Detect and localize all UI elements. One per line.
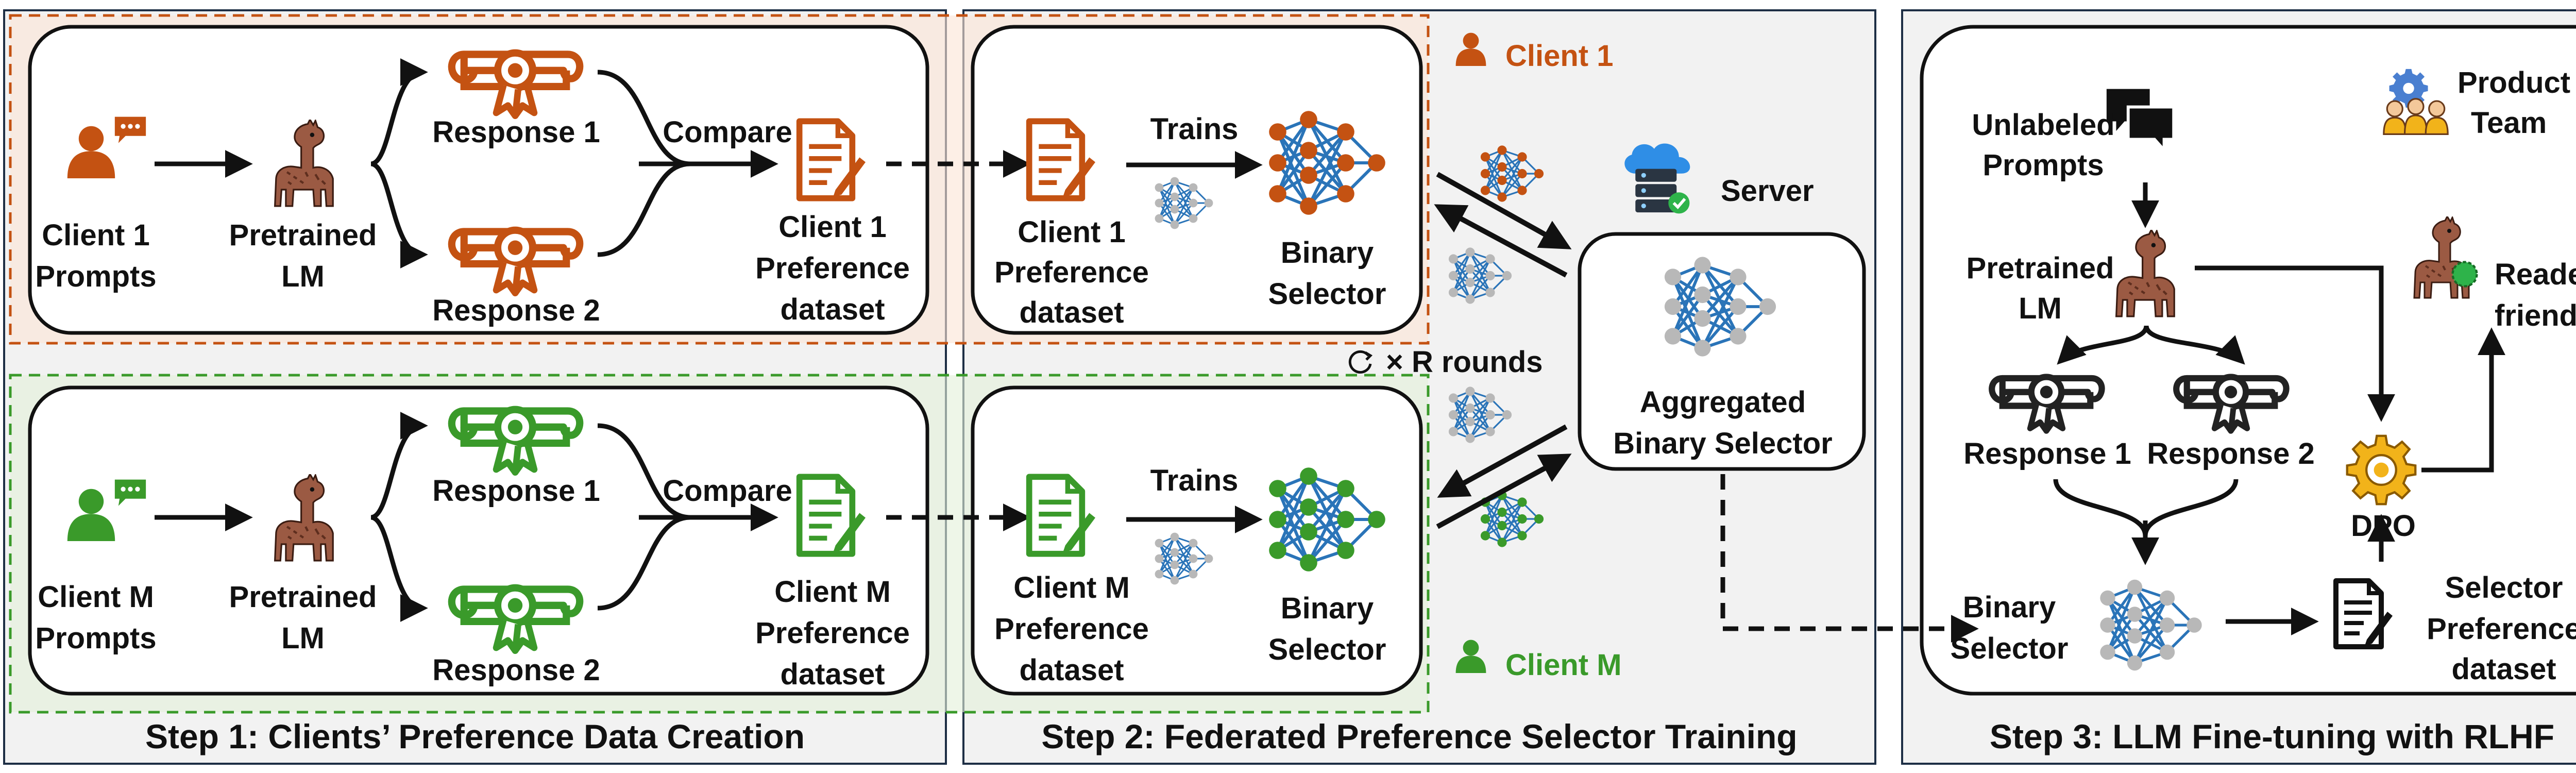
s2-clientM-dataset-line2: Preference	[994, 612, 1149, 646]
aggregated-line1: Aggregated	[1640, 385, 1806, 419]
step1-clientM-box	[28, 385, 929, 696]
clientM-response2: Response 2	[432, 653, 600, 687]
unlabeled-line1: Unlabeled	[1972, 108, 2114, 142]
client1-lm-line2: LM	[281, 260, 325, 293]
aggregated-box	[1578, 232, 1866, 471]
s3-response1: Response 1	[1963, 437, 2131, 470]
reader-friendly-icon	[2453, 262, 2477, 287]
clientM-prompts-line2: Prompts	[35, 621, 156, 655]
step3-box	[1920, 25, 2576, 696]
client1-prompts-line2: Prompts	[35, 260, 156, 293]
client1-dataset-line3: dataset	[780, 293, 885, 326]
step1-caption: Step 1: Clients’ Preference Data Creatio…	[145, 717, 805, 755]
clientM-dataset-line1: Client M	[774, 575, 891, 609]
s2-clientM-selector-line1: Binary	[1281, 592, 1374, 625]
clientM-prompts-line1: Client M	[38, 580, 154, 614]
clientM-lm-line2: LM	[281, 621, 325, 655]
step2-clientM-box	[971, 385, 1423, 696]
client1-label: Client 1	[1505, 39, 1614, 73]
reader-line2: friendly	[2495, 299, 2576, 332]
product-team-line1: Product	[2458, 66, 2570, 99]
s3-lm-line1: Pretrained	[1967, 251, 2114, 285]
client1-compare: Compare	[663, 115, 792, 149]
server-label: Server	[1721, 174, 1814, 208]
dpo-label: DPO	[2351, 509, 2416, 543]
client1-dataset-line1: Client 1	[778, 210, 887, 244]
s3-selector-line2: Selector	[1951, 632, 2069, 665]
gear-icon	[2347, 436, 2415, 504]
client1-response2: Response 2	[432, 294, 600, 327]
s3-dataset-line3: dataset	[2451, 652, 2556, 686]
unlabeled-line2: Prompts	[1982, 148, 2104, 182]
step1-client1-box	[28, 25, 929, 335]
s2-client1-dataset-line3: dataset	[1019, 296, 1124, 329]
reader-line1: Reader	[2495, 258, 2576, 291]
clientM-dataset-line3: dataset	[780, 658, 885, 691]
client1-response1: Response 1	[432, 115, 600, 149]
aggregated-line2: Binary Selector	[1613, 427, 1833, 460]
product-team-line2: Team	[2471, 106, 2547, 140]
s3-lm-line2: LM	[2019, 292, 2062, 325]
s2-client1-trains: Trains	[1150, 112, 1239, 146]
s3-dataset-line2: Preference	[2427, 612, 2576, 646]
clientM-compare: Compare	[663, 474, 792, 508]
client1-dataset-line2: Preference	[755, 251, 910, 285]
client1-lm-line1: Pretrained	[229, 219, 377, 252]
s3-response2: Response 2	[2147, 437, 2315, 470]
s3-dataset-line1: Selector	[2445, 571, 2563, 604]
step2-caption: Step 2: Federated Preference Selector Tr…	[1041, 717, 1797, 755]
step2-client1-box	[971, 25, 1423, 335]
s2-clientM-selector-line2: Selector	[1268, 633, 1386, 666]
s2-client1-selector-line1: Binary	[1281, 236, 1374, 270]
clientM-lm-line1: Pretrained	[229, 580, 377, 614]
clientM-response1: Response 1	[432, 474, 600, 508]
s3-selector-line1: Binary	[1963, 591, 2056, 624]
client1-prompts-line1: Client 1	[42, 219, 150, 252]
s2-clientM-trains: Trains	[1150, 464, 1239, 497]
s2-client1-dataset-line1: Client 1	[1018, 215, 1126, 249]
rounds-label: × R rounds	[1386, 345, 1543, 379]
clientM-label: Client M	[1505, 648, 1622, 682]
s2-client1-dataset-line2: Preference	[994, 256, 1149, 289]
s2-clientM-dataset-line1: Client M	[1013, 571, 1130, 604]
clientM-dataset-line2: Preference	[755, 616, 910, 650]
step3-caption: Step 3: LLM Fine-tuning with RLHF	[1990, 717, 2554, 755]
s2-client1-selector-line2: Selector	[1268, 277, 1386, 311]
s2-clientM-dataset-line3: dataset	[1019, 653, 1124, 687]
